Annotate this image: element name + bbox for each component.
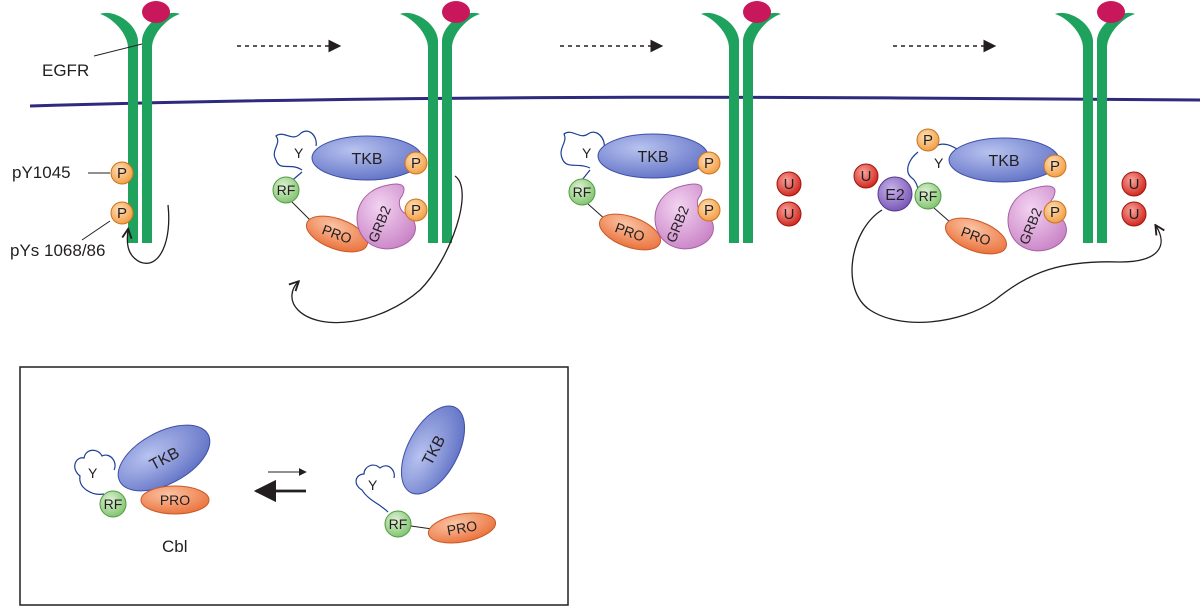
y-linker — [560, 131, 605, 169]
tkb-domain: TKB — [948, 137, 1060, 183]
pro-domain: PRO — [140, 485, 210, 515]
tkb-label: TKB — [637, 149, 668, 166]
rf-domain: RF — [568, 178, 596, 206]
phospho-label: P — [923, 132, 933, 149]
egfr-label: EGFR — [42, 61, 89, 80]
py1045-label: pY1045 — [12, 163, 71, 182]
grb2-adaptor: GRB2 — [356, 183, 416, 250]
y-label: Y — [88, 465, 98, 481]
ubiquitin-label: U — [784, 176, 795, 193]
rf-label: RF — [277, 182, 296, 198]
phospho-site-y1068: P — [110, 201, 134, 225]
linker-line — [291, 201, 313, 223]
pro-label: PRO — [160, 492, 190, 508]
egfr-receptor — [1055, 1, 1135, 243]
ubiquitin-label: U — [1129, 176, 1140, 193]
phospho-label: P — [1050, 158, 1060, 175]
pro-label: PRO — [446, 517, 479, 538]
tkb-domain: TKB — [117, 424, 211, 492]
y-label: Y — [368, 477, 378, 493]
linker-line — [410, 525, 433, 530]
phospho-label: P — [704, 155, 714, 172]
tkb-label: TKB — [988, 153, 1019, 170]
inset-border — [19, 366, 569, 606]
ubiquitin-tag: U — [776, 201, 802, 227]
phospho-site: P — [1043, 154, 1067, 178]
grb2-adaptor: GRB2 — [654, 183, 714, 250]
tkb-domain: TKB — [597, 133, 709, 179]
rf-domain: RF — [384, 510, 412, 538]
plasma-membrane — [29, 95, 1200, 108]
phospho-site: P — [697, 198, 721, 222]
cbl-open-conformation: Y TKB RF PRO — [355, 405, 497, 544]
cbl-closed-conformation: Y TKB RF PRO Cbl — [74, 424, 211, 556]
equilibrium-arrows — [253, 468, 307, 503]
stage-3: Y TKB RF PRO GRB2 P P U — [560, 1, 802, 251]
egf-ligand — [142, 1, 170, 23]
stage-2: Y TKB RF PRO GRB2 P P — [272, 1, 480, 324]
ubiquitin-label: U — [1129, 206, 1140, 223]
rf-label: RF — [919, 188, 938, 204]
ubiquitin-tag: U — [1121, 171, 1147, 197]
y-label: Y — [934, 155, 944, 171]
tkb-label: TKB — [351, 151, 382, 168]
rf-label: RF — [104, 496, 123, 512]
linker-line — [933, 207, 951, 223]
y-label: Y — [582, 145, 592, 161]
phospho-site: P — [404, 151, 428, 175]
ubiquitin-tag: U — [776, 171, 802, 197]
phospho-label: P — [1050, 204, 1060, 221]
egfr-receptor — [100, 1, 180, 243]
linker-line — [581, 169, 591, 181]
rf-domain: RF — [272, 176, 300, 204]
phospho-label: P — [411, 202, 421, 219]
rf-label: RF — [573, 184, 592, 200]
y-linker — [74, 449, 116, 495]
egf-ligand — [442, 1, 470, 23]
phospho-site: P — [1043, 200, 1067, 224]
phospho-site: P — [697, 151, 721, 175]
ubiquitin-label: U — [784, 206, 795, 223]
pro-domain: PRO — [305, 215, 369, 253]
phospho-label: P — [117, 205, 127, 222]
binding-arrow-1 — [127, 204, 170, 264]
cbl-inset-panel: Y TKB RF PRO Cbl Y TKB — [19, 366, 569, 606]
pro-domain: PRO — [944, 217, 1008, 255]
stage-4: Y P TKB U E2 RF PRO GRB2 — [851, 1, 1161, 323]
egfr-receptor — [701, 1, 781, 243]
egfr-leader-line — [93, 43, 143, 57]
ubiquitin-tag: U — [853, 163, 879, 189]
y-linker — [273, 130, 317, 171]
phospho-site-y1045: P — [110, 161, 134, 185]
conformational-arrow — [292, 175, 463, 324]
pro-domain: PRO — [598, 213, 662, 251]
phospho-label: P — [411, 155, 421, 172]
phospho-label: P — [117, 165, 127, 182]
y-linker — [355, 464, 395, 513]
egfr-receptor — [400, 1, 480, 243]
stage-1: EGFR pY1045 P P pYs 1068/86 — [10, 1, 180, 264]
ubiquitin-transfer-arrow — [851, 209, 1161, 323]
ubiquitin-tag: U — [1121, 201, 1147, 227]
e2-enzyme: E2 — [877, 176, 913, 212]
pro-domain: PRO — [427, 512, 497, 544]
tkb-domain: TKB — [311, 135, 423, 181]
phospho-site: P — [916, 128, 940, 152]
rf-label: RF — [389, 516, 408, 532]
egf-ligand — [1097, 1, 1125, 23]
pys-label: pYs 1068/86 — [10, 241, 105, 260]
cbl-label: Cbl — [162, 537, 188, 556]
y-label: Y — [294, 145, 304, 161]
pys-leader-line — [81, 220, 111, 241]
phospho-site: P — [404, 198, 428, 222]
phospho-label: P — [704, 202, 714, 219]
rf-domain: RF — [99, 490, 127, 518]
tkb-domain: TKB — [400, 405, 466, 495]
ubiquitin-label: U — [861, 168, 872, 185]
rf-domain: RF — [914, 182, 942, 210]
egf-ligand — [743, 1, 771, 23]
e2-label: E2 — [885, 187, 905, 204]
